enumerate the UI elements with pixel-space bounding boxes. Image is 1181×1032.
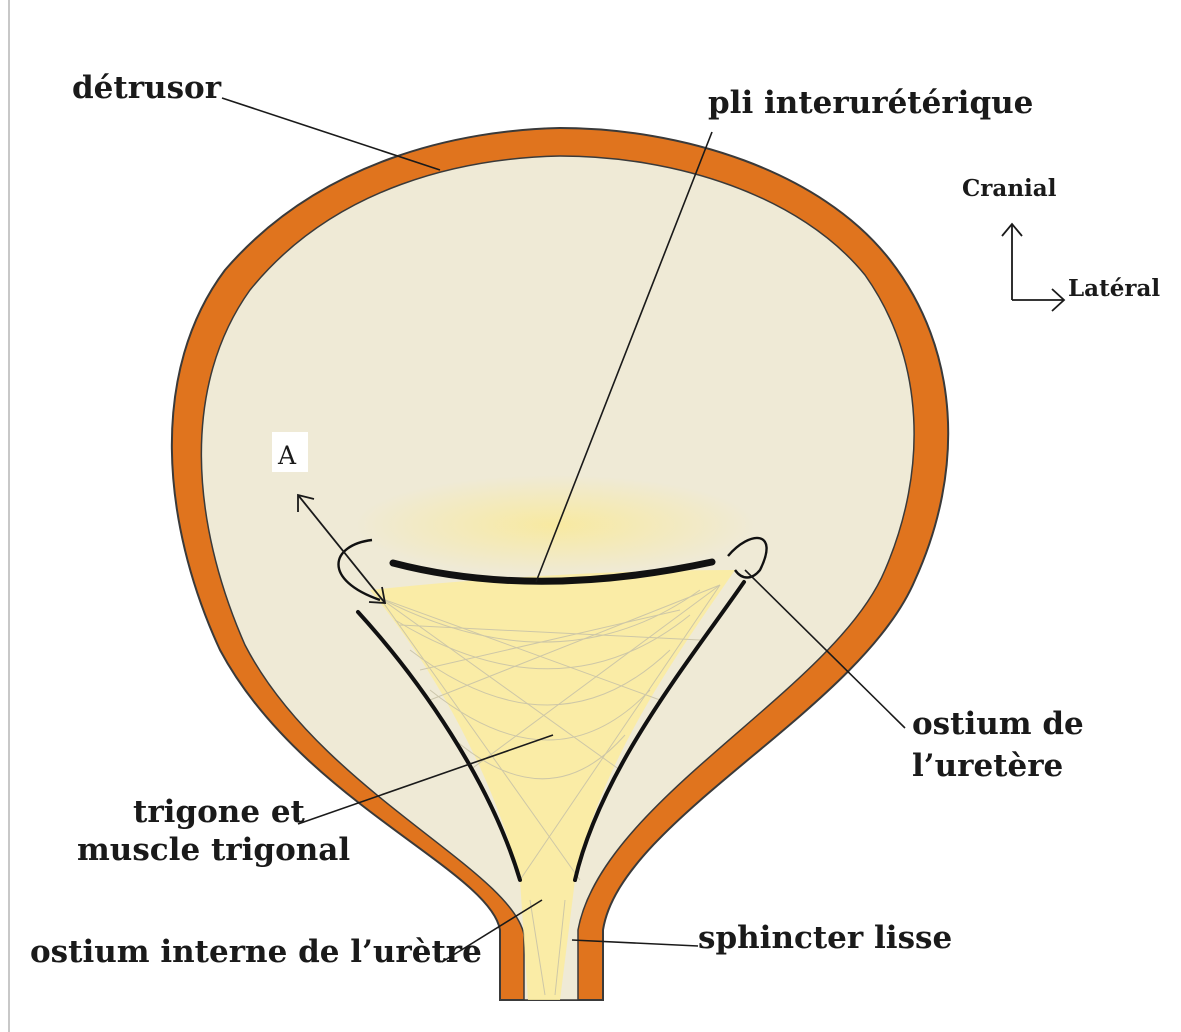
label-trigone-line2: muscle trigonal bbox=[77, 832, 350, 868]
label-ostium-ureter-line2: l’uretère bbox=[912, 748, 1063, 784]
label-ostium-interne: ostium interne de l’urètre bbox=[30, 934, 482, 970]
label-a: A bbox=[277, 441, 297, 470]
label-detrusor: détrusor bbox=[72, 70, 222, 106]
trigone-glow bbox=[355, 475, 755, 575]
orientation-indicator bbox=[1002, 224, 1064, 311]
label-lateral: Latéral bbox=[1068, 275, 1160, 302]
label-sphincter-lisse: sphincter lisse bbox=[698, 920, 952, 956]
label-cranial: Cranial bbox=[962, 175, 1057, 202]
leader-detrusor bbox=[222, 98, 440, 170]
label-pli-interureterique: pli interurétérique bbox=[708, 85, 1033, 121]
label-trigone-line1: trigone et bbox=[133, 794, 306, 830]
label-ostium-ureter-line1: ostium de bbox=[912, 706, 1084, 742]
